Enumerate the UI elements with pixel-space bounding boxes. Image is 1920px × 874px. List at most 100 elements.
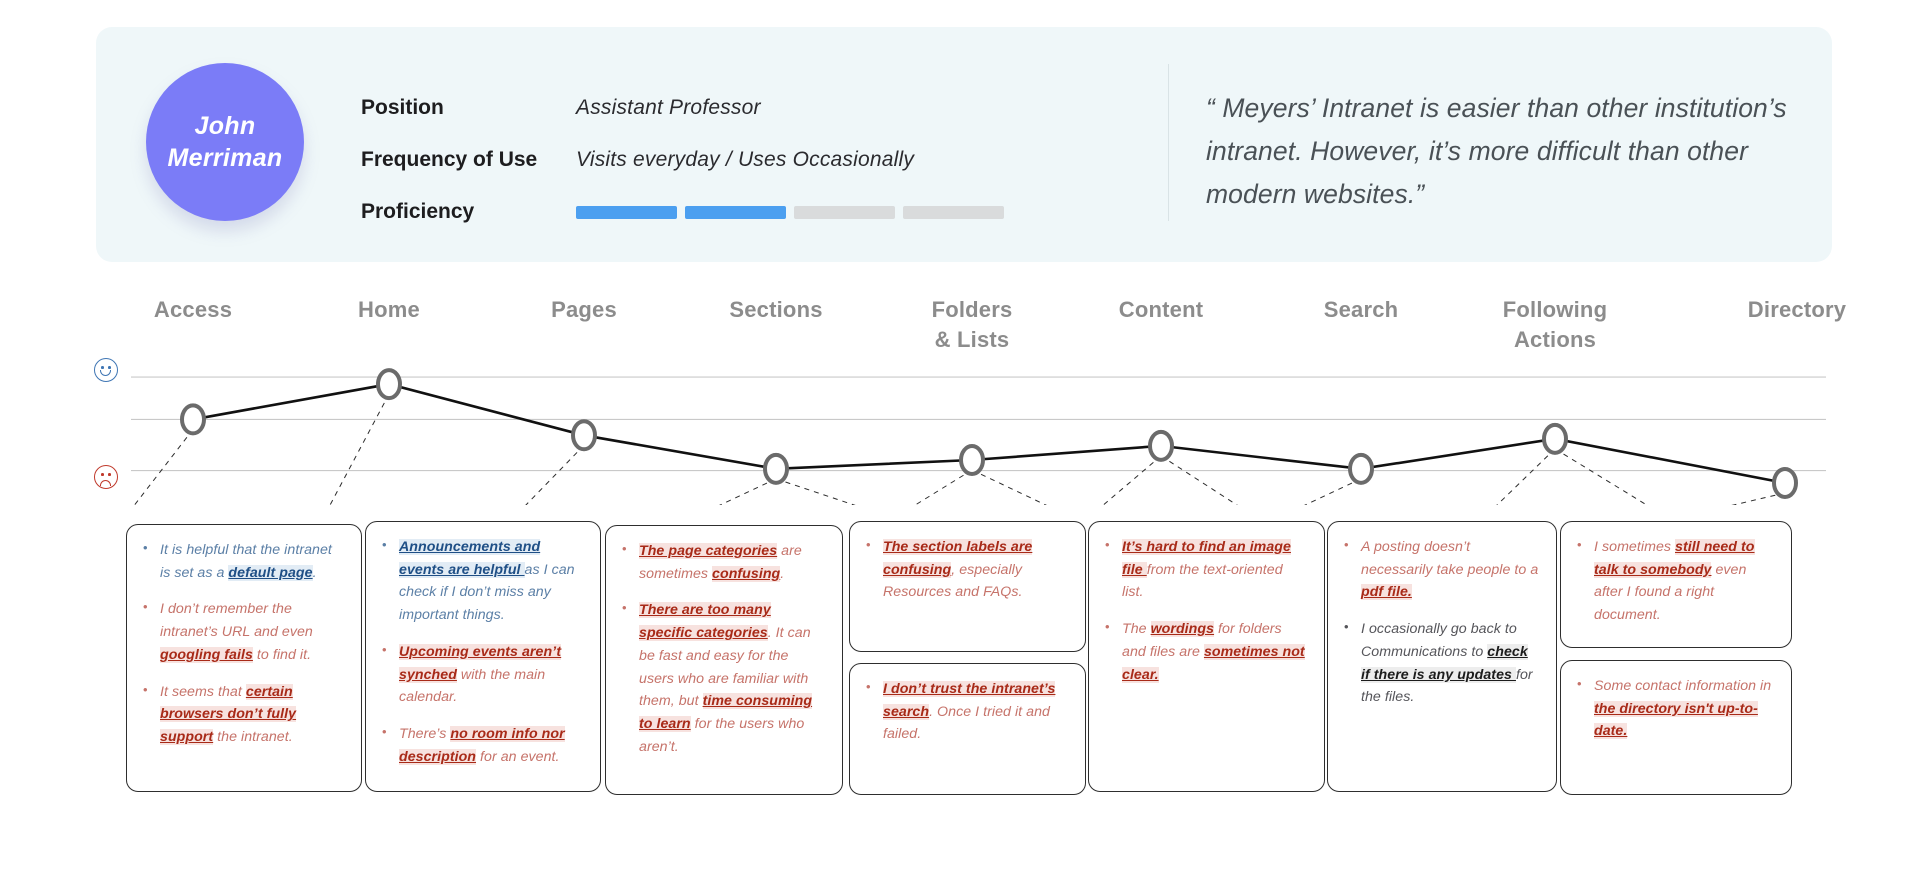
journey-card-following-actions: I sometimes still need to talk to somebo…: [1560, 521, 1792, 648]
stage-label-line: Pages: [551, 297, 617, 322]
card-bullet-pos-0: Announcements and events are helpful as …: [380, 535, 584, 627]
stage-label-line: Folders: [931, 297, 1013, 322]
avatar-name-line-1: John: [194, 111, 256, 140]
sad-face-icon: [94, 465, 118, 489]
emotion-node-3[interactable]: [763, 452, 789, 485]
persona-attributes: Position Assistant Professor Frequency o…: [361, 82, 1151, 238]
emotion-node-4[interactable]: [959, 444, 985, 476]
highlighted-phrase: confusing: [712, 565, 781, 582]
bullet-text: A posting doesn’t necessarily take peopl…: [1361, 539, 1539, 578]
card-bullet-list: Announcements and events are helpful as …: [380, 535, 584, 768]
emotion-node-5[interactable]: [1148, 429, 1174, 462]
proficiency-segment-2: [685, 205, 786, 219]
bullet-text: are sometimes: [639, 543, 802, 582]
stage-label-pages: Pages: [494, 295, 674, 325]
journey-card-search: A posting doesn’t necessarily take peopl…: [1327, 521, 1557, 792]
stage-label-line: Content: [1118, 297, 1204, 322]
card-bullet-list: It is helpful that the intranet is set a…: [141, 538, 345, 749]
stage-label-sections: Sections: [686, 295, 866, 325]
stage-label-home: Home: [299, 295, 479, 325]
emotion-node-6[interactable]: [1348, 452, 1374, 485]
connector-dashed-7: [1496, 448, 1556, 505]
connector-dashed-alt-7: [1554, 448, 1648, 505]
attribute-value-frequency-of-use: Visits everyday / Uses Occasionally: [576, 148, 915, 171]
journey-emotion-chart: [0, 355, 1920, 505]
bullet-text: .: [312, 564, 317, 581]
connector-dashed-6: [1304, 478, 1362, 505]
bullet-text: to find it.: [252, 646, 312, 663]
card-bullet-neg-1: The wordings for folders and files are s…: [1103, 617, 1308, 686]
attribute-label-frequency-of-use: Frequency of Use: [361, 148, 538, 171]
bullet-text: Some contact information in: [1594, 678, 1772, 694]
attribute-row-frequency-of-use: Frequency of Use Visits everyday / Uses …: [361, 134, 1151, 186]
card-bullet-pos-0: It is helpful that the intranet is set a…: [141, 538, 345, 584]
card-bullet-list: A posting doesn’t necessarily take peopl…: [1342, 535, 1540, 709]
bullet-text: It seems that: [160, 683, 246, 700]
attribute-row-position: Position Assistant Professor: [361, 82, 1151, 134]
card-bullet-neg-2: There’s no room info nor description for…: [380, 722, 584, 768]
stage-label-line: Home: [358, 297, 420, 322]
emotion-node-2[interactable]: [571, 419, 597, 452]
stage-label-line: Access: [153, 297, 233, 322]
stage-label-line: Following: [1502, 297, 1608, 322]
persona-quote: “ Meyers’ Intranet is easier than other …: [1206, 93, 1787, 210]
emotion-node-0[interactable]: [180, 403, 206, 436]
bullet-text: for the files.: [1361, 666, 1533, 706]
proficiency-segment-1: [576, 205, 677, 219]
card-bullet-neg-0: Some contact information in the director…: [1575, 674, 1775, 743]
highlighted-phrase: Announcements and events are helpful: [399, 539, 541, 578]
stage-label-line: Directory: [1747, 297, 1847, 322]
bullet-text: . Once I tried it and failed.: [883, 703, 1050, 743]
vertical-divider: [1168, 64, 1169, 221]
emotion-node-1[interactable]: [376, 368, 402, 401]
card-bullet-neg-1: I don’t remember the intranet’s URL and …: [141, 597, 345, 666]
avatar-name-line-2: Merriman: [167, 144, 283, 172]
emotion-node-7[interactable]: [1542, 422, 1568, 455]
emotion-node-8[interactable]: [1772, 466, 1798, 499]
highlighted-phrase: the directory isn't up-to-date.: [1594, 700, 1758, 740]
journey-card-access: It is helpful that the intranet is set a…: [126, 524, 362, 792]
connector-dashed-8: [1731, 492, 1786, 505]
card-bullet-neg-1: There are too many specific categories. …: [620, 598, 826, 758]
highlighted-phrase: wordings: [1150, 621, 1215, 638]
avatar: John Merriman: [146, 63, 304, 221]
bullet-text: It is helpful that the intranet is set a…: [160, 542, 332, 581]
card-bullet-neg-1: Upcoming events aren’t synched with the …: [380, 640, 584, 709]
connector-dashed-0: [133, 429, 194, 505]
stage-label-access: Access: [103, 295, 283, 325]
bullet-text: even after I found a right document.: [1594, 561, 1747, 624]
connector-dashed-5: [1102, 455, 1162, 505]
bullet-text: I sometimes: [1594, 539, 1676, 555]
stage-label-line: Search: [1323, 297, 1399, 322]
bullet-text: , especially Resources and FAQs.: [883, 561, 1023, 601]
bullet-text: with the main calendar.: [399, 666, 546, 706]
proficiency-meter: [576, 205, 1004, 219]
journey-line-svg: [131, 368, 1826, 505]
attribute-row-proficiency: Proficiency: [361, 186, 1151, 238]
card-bullet-neg-0: It’s hard to find an image file from the…: [1103, 535, 1308, 604]
bullet-text: . It can be fast and easy for the users …: [639, 625, 811, 710]
attribute-value-position: Assistant Professor: [576, 96, 761, 119]
bullet-text: for an event.: [476, 748, 560, 765]
happy-face-icon: [94, 358, 118, 382]
connector-dashed-3: [719, 478, 777, 505]
stage-label-search: Search: [1271, 295, 1451, 325]
journey-card-pages: The page categories are sometimes confus…: [605, 525, 843, 795]
bullet-text: for the users who aren’t.: [639, 716, 805, 755]
stage-label-content: Content: [1071, 295, 1251, 325]
connector-dashed-1: [329, 393, 390, 505]
bullet-text: the intranet.: [213, 729, 293, 746]
journey-card-sections-a: The section labels are confusing, especi…: [849, 521, 1086, 652]
bullet-text: I don’t remember the intranet’s URL and …: [160, 601, 313, 641]
highlighted-phrase: pdf file.: [1361, 584, 1412, 601]
connector-dashed-alt-3: [775, 478, 856, 505]
stage-label-folders-lists: Folders& Lists: [882, 295, 1062, 354]
journey-card-sections-b: I don’t trust the intranet’s search. Onc…: [849, 663, 1086, 795]
proficiency-segment-4: [903, 205, 1004, 219]
bullet-text: I occasionally go back to Communications…: [1361, 621, 1517, 660]
stage-label-line: Actions: [1513, 326, 1597, 352]
bullet-text: .: [780, 565, 785, 582]
persona-summary-card: John Merriman Position Assistant Profess…: [96, 27, 1832, 262]
connector-dashed-4: [914, 469, 973, 505]
